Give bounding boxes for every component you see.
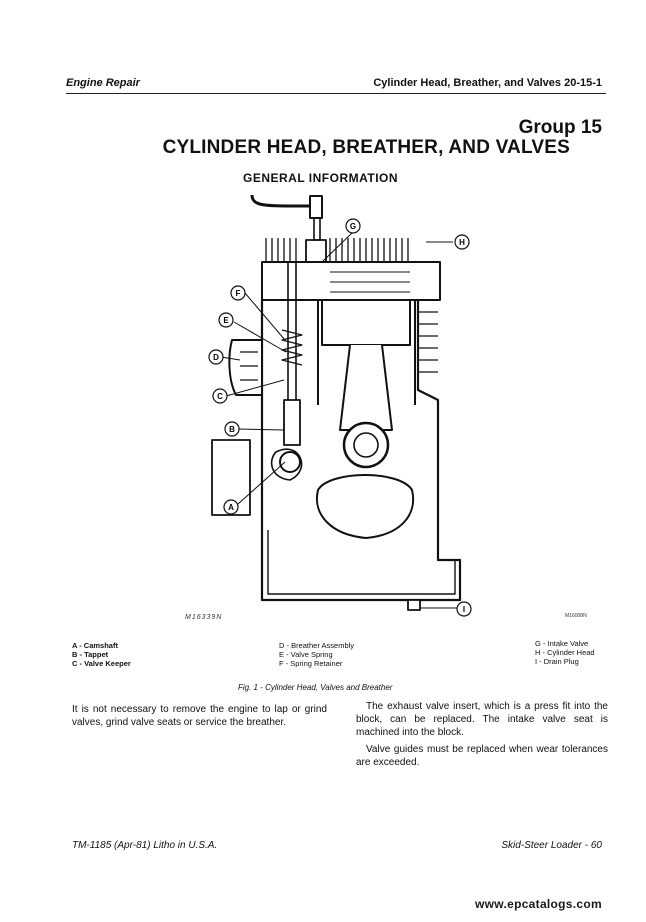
callout-circle-b [224,421,240,437]
block-outline [260,300,462,602]
breather-assembly [228,339,263,396]
tappet [283,399,301,446]
footer-manual-id: TM-1185 (Apr-81) Litho in U.S.A. [72,840,218,851]
legend-col2: D - Breather Assembly E - Valve Spring F… [279,641,354,668]
callout-circle-i [456,601,472,617]
callout-label-e: E [223,316,229,325]
watermark-url: www.epcatalogs.com [475,897,602,911]
crankcase-inner [267,530,456,595]
legend-item: B - Tappet [72,650,109,659]
callout-label-b: B [229,425,235,434]
callout-circle-c [212,388,228,404]
legend-item: G - Intake Valve [535,639,589,648]
callout-circle-h [454,234,470,250]
head-fins [265,238,438,373]
valve-stem [287,262,297,400]
callout-label-i: I [463,605,465,614]
callout-label-c: C [217,392,223,401]
legend-item: F - Spring Retainer [279,659,343,668]
crank-journal [342,421,390,469]
legend-item: I - Drain Plug [535,657,579,666]
callout-group: G H F E D C B A I [208,218,472,617]
drawing-id: M16339N [185,614,223,621]
body-column-left: It is not necessary to remove the engine… [72,703,327,729]
header-divider [66,93,606,94]
connecting-rod [339,344,393,431]
callout-label-h: H [459,238,465,247]
footer-page-number: Skid-Steer Loader - 60 [501,840,602,851]
callout-circle-d [208,349,224,365]
figure-caption: Fig. 1 - Cylinder Head, Valves and Breat… [238,683,393,692]
piston [321,299,411,346]
callout-label-a: A [228,503,234,512]
callout-label-d: D [213,353,219,362]
legend-col3: G - Intake Valve H - Cylinder Head I - D… [535,639,595,666]
valve-spring [281,329,303,366]
body-paragraph: It is not necessary to remove the engine… [72,704,327,728]
callout-label-g: G [350,222,356,231]
plug-lead [250,194,310,208]
body-column-right: The exhaust valve insert, which is a pre… [356,700,608,769]
callout-circle-a [223,499,239,515]
drawing-id-right: M16008N [565,613,587,619]
callout-label-f: F [236,289,241,298]
running-header-section: Engine Repair [66,77,140,89]
running-header-title: Cylinder Head, Breather, and Valves 20-1… [373,77,602,89]
legend-item: C - Valve Keeper [72,659,131,668]
cylinder-head-outline [261,261,441,301]
drain-plug-body [407,599,421,611]
callout-circle-g [345,218,361,234]
callout-circle-f [230,285,246,301]
body-paragraph: Valve guides must be replaced when wear … [356,744,608,768]
legend-col1: A - Camshaft B - Tappet C - Valve Keeper [72,641,131,668]
crank-counterweight [315,474,415,539]
callout-circle-e [218,312,234,328]
camshaft [279,451,301,473]
legend-item: H - Cylinder Head [535,648,595,657]
cylinder-barrel [317,300,416,405]
section-heading: GENERAL INFORMATION [243,171,399,185]
side-housing [211,439,251,516]
group-label: Group 15 [518,117,602,138]
page-title: CYLINDER HEAD, BREATHER, AND VALVES [162,137,570,158]
legend-item: D - Breather Assembly [279,641,355,650]
legend-item: E - Valve Spring [279,650,333,659]
legend-item: A - Camshaft [72,641,118,650]
body-paragraph: The exhaust valve insert, which is a pre… [356,701,608,738]
